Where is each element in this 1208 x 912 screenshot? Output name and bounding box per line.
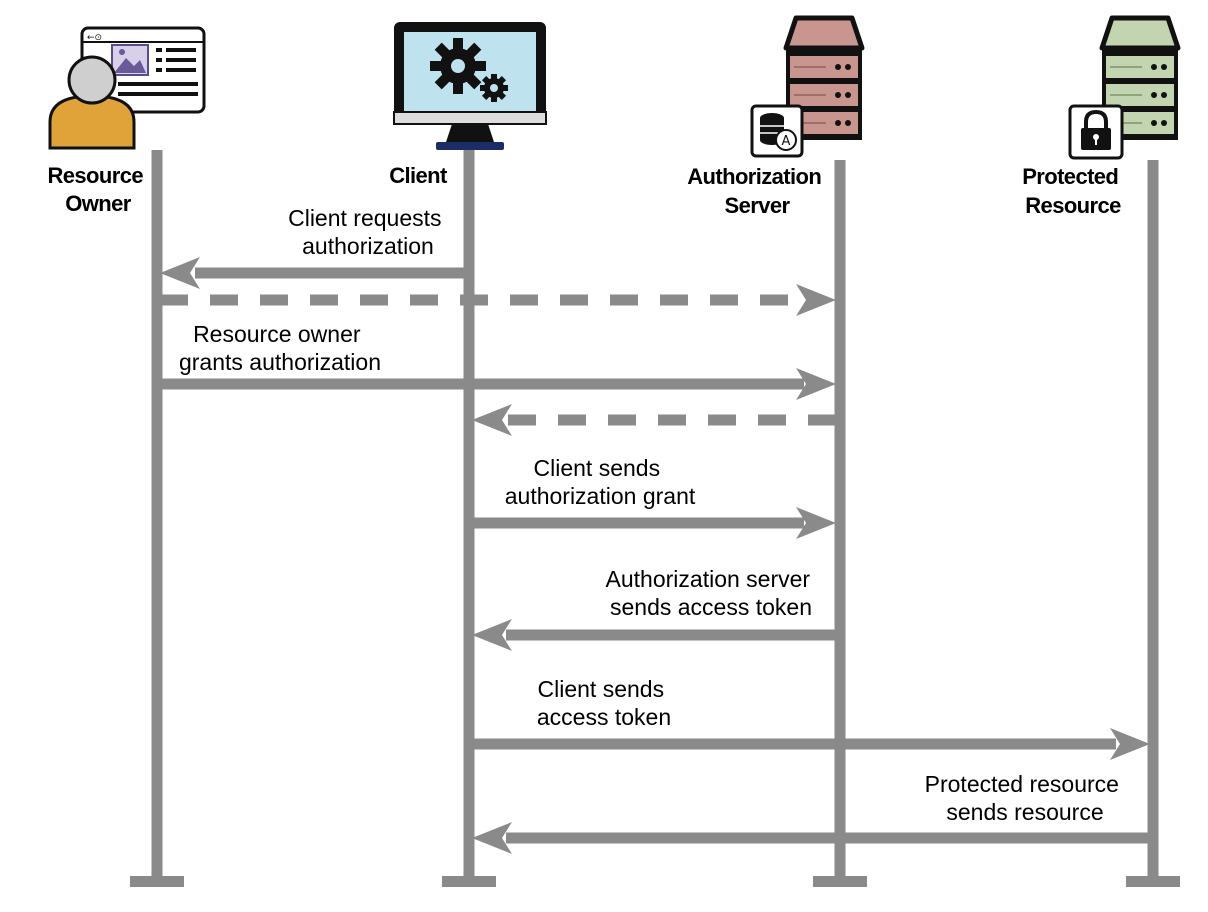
message-label-1: Client requests authorization xyxy=(288,205,448,259)
message-label-7: Client sends access token xyxy=(537,676,671,730)
message-label-3: Resource owner grants authorization xyxy=(179,321,381,375)
monitor-gears-icon xyxy=(393,22,547,150)
server-lock-icon xyxy=(1068,15,1181,160)
actor-label-client: Client xyxy=(389,163,448,188)
arrowhead-8 xyxy=(472,822,512,854)
arrowhead-6 xyxy=(472,619,512,651)
user-with-browser-icon: ←⊙ xyxy=(48,26,206,150)
arrowhead-2 xyxy=(796,284,836,316)
lifeline-foot-client xyxy=(442,876,496,887)
message-label-6: Authorization server sends access token xyxy=(606,566,817,620)
arrowhead-7 xyxy=(1110,728,1150,760)
svg-text:←⊙: ←⊙ xyxy=(87,33,102,43)
arrowhead-3 xyxy=(796,368,836,400)
actor-label-resource-owner: Resource Owner xyxy=(48,163,149,216)
lifeline-foot-protected-resource xyxy=(1126,876,1180,887)
message-label-8: Protected resource sends resource xyxy=(925,771,1126,825)
arrowhead-5 xyxy=(796,507,836,539)
server-database-icon: A xyxy=(750,15,865,158)
arrowhead-4 xyxy=(472,404,512,436)
lifeline-foot-resource-owner xyxy=(130,876,184,887)
actor-label-authorization-server: Authorization Server xyxy=(687,164,826,218)
arrowhead-1 xyxy=(160,257,200,289)
actor-label-protected-resource: Protected Resource xyxy=(1022,164,1124,218)
svg-text:A: A xyxy=(782,134,791,149)
lifeline-foot-authorization-server xyxy=(813,876,867,887)
message-label-5: Client sends authorization grant xyxy=(505,455,696,509)
